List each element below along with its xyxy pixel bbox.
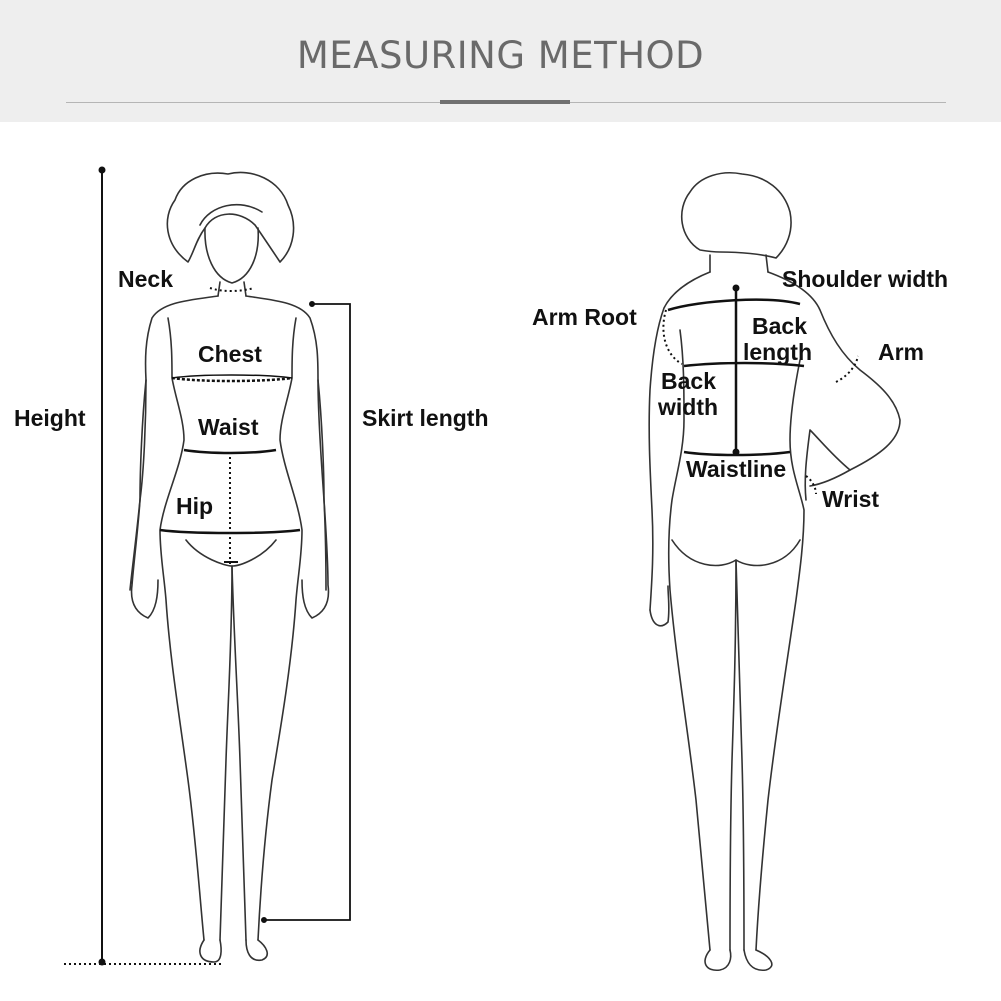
label-wrist: Wrist: [822, 486, 880, 512]
label-back-length-line1: Back: [752, 313, 807, 339]
label-hip: Hip: [176, 493, 214, 519]
label-arm: Arm: [878, 339, 925, 365]
back-figure: [648, 172, 901, 972]
label-height: Height: [14, 405, 86, 431]
label-neck: Neck: [118, 266, 173, 292]
label-back-width-line2: width: [658, 394, 719, 420]
label-waistline: Waistline: [686, 456, 787, 482]
label-back-width-line1: Back: [661, 368, 716, 394]
label-skirt-length: Skirt length: [362, 405, 489, 431]
label-shoulder-width: Shoulder width: [782, 266, 949, 292]
label-waist: Waist: [198, 414, 259, 440]
label-back-length-line2: length: [743, 339, 812, 365]
page-title: MEASURING METHOD: [296, 34, 705, 77]
label-arm-root: Arm Root: [532, 304, 637, 330]
label-chest: Chest: [198, 341, 262, 367]
header-banner: MEASURING METHOD: [0, 0, 1001, 122]
header-divider-accent: [440, 100, 570, 104]
